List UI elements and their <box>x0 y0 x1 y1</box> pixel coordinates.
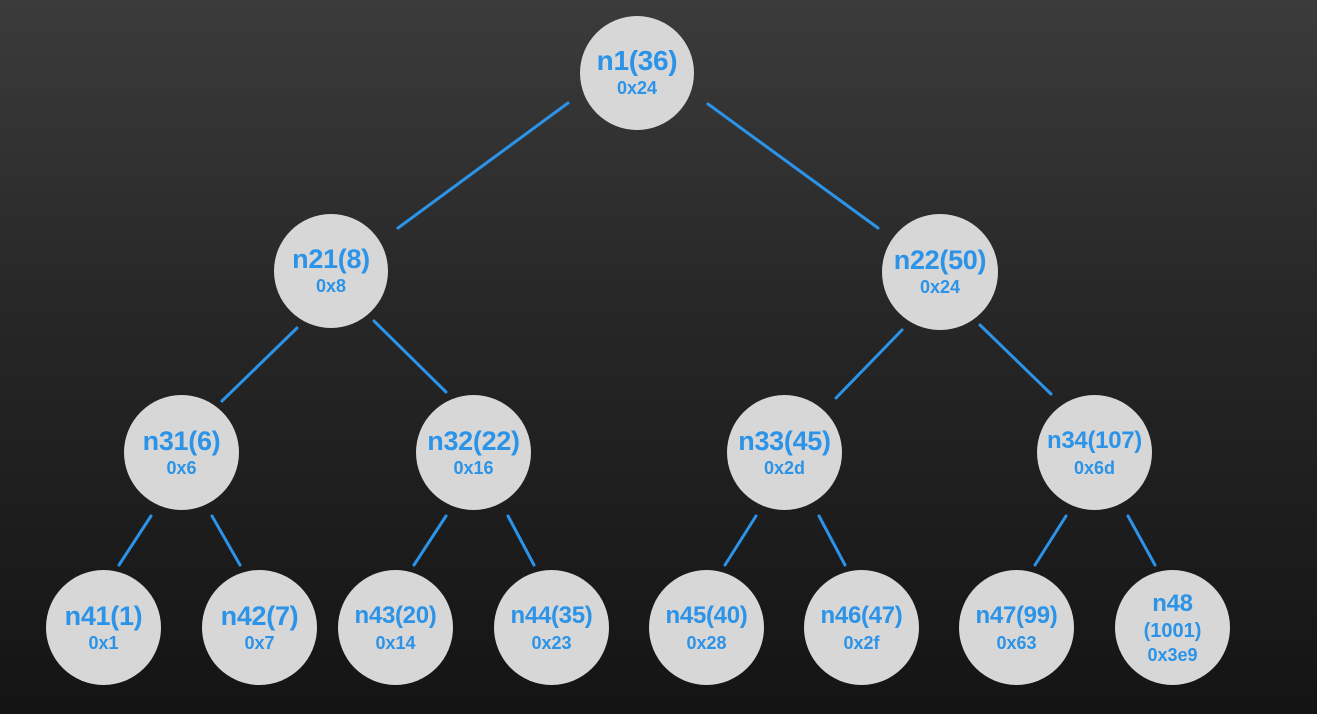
node-label: n44(35) <box>510 601 593 629</box>
node-hex: 0x63 <box>996 632 1037 653</box>
node-label: n1(36) <box>596 45 678 76</box>
node-hex: 0x2d <box>763 457 806 478</box>
edge-n33-n45 <box>723 514 758 567</box>
node-label: n41(1) <box>64 600 143 631</box>
node-hex: 0x14 <box>375 632 416 653</box>
edge-n1-n21 <box>396 101 570 230</box>
node-hex: 0x3e9 <box>1147 644 1198 665</box>
node-label: n22(50) <box>893 245 987 275</box>
node-n41: n41(1) 0x1 <box>46 570 161 685</box>
edge-n34-n48 <box>1126 514 1157 567</box>
node-n22: n22(50) 0x24 <box>882 214 998 330</box>
node-hex: 0x1 <box>88 632 119 653</box>
node-label: n34(107) <box>1047 426 1142 454</box>
node-label: n47(99) <box>975 601 1058 629</box>
node-hex: 0x8 <box>315 276 347 296</box>
edge-n32-n43 <box>412 514 448 567</box>
node-hex: 0x6 <box>166 457 197 478</box>
edge-n34-n47 <box>1033 514 1068 567</box>
node-label: n45(40) <box>665 601 748 629</box>
node-n44: n44(35) 0x23 <box>494 570 609 685</box>
node-label: n42(7) <box>220 600 299 631</box>
edge-n31-n41 <box>117 514 153 567</box>
edge-n22-n33 <box>834 328 904 400</box>
node-hex: 0x24 <box>616 78 658 98</box>
node-n33: n33(45) 0x2d <box>727 395 842 510</box>
edge-n32-n44 <box>506 514 536 567</box>
node-hex: 0x2f <box>843 632 880 653</box>
node-hex: 0x23 <box>531 632 572 653</box>
edge-n21-n32 <box>372 319 448 394</box>
node-hex: 0x24 <box>919 277 961 297</box>
node-hex: 0x16 <box>453 457 494 478</box>
node-n21: n21(8) 0x8 <box>274 214 388 328</box>
node-label: n21(8) <box>292 244 370 274</box>
node-n1: n1(36) 0x24 <box>580 16 694 130</box>
node-n43: n43(20) 0x14 <box>338 570 453 685</box>
node-label: n33(45) <box>738 425 831 456</box>
edge-n21-n31 <box>220 326 299 403</box>
edge-n31-n42 <box>210 514 242 567</box>
node-label: n46(47) <box>820 601 903 629</box>
node-label: n31(6) <box>142 425 221 456</box>
node-n45: n45(40) 0x28 <box>649 570 764 685</box>
edge-n33-n46 <box>817 514 847 567</box>
node-n47: n47(99) 0x63 <box>959 570 1074 685</box>
node-hex: 0x6d <box>1073 457 1116 478</box>
node-n48: n48 (1001) 0x3e9 <box>1115 570 1230 685</box>
node-n42: n42(7) 0x7 <box>202 570 317 685</box>
node-n31: n31(6) 0x6 <box>124 395 239 510</box>
node-label: n43(20) <box>354 601 437 629</box>
node-sublabel: (1001) <box>1143 619 1202 642</box>
node-n34: n34(107) 0x6d <box>1037 395 1152 510</box>
node-n46: n46(47) 0x2f <box>804 570 919 685</box>
node-n32: n32(22) 0x16 <box>416 395 531 510</box>
node-hex: 0x7 <box>244 632 275 653</box>
node-label: n48 <box>1152 589 1193 617</box>
node-hex: 0x28 <box>686 632 727 653</box>
node-label: n32(22) <box>427 425 520 456</box>
edge-n1-n22 <box>706 102 880 230</box>
edge-n22-n34 <box>978 323 1053 396</box>
